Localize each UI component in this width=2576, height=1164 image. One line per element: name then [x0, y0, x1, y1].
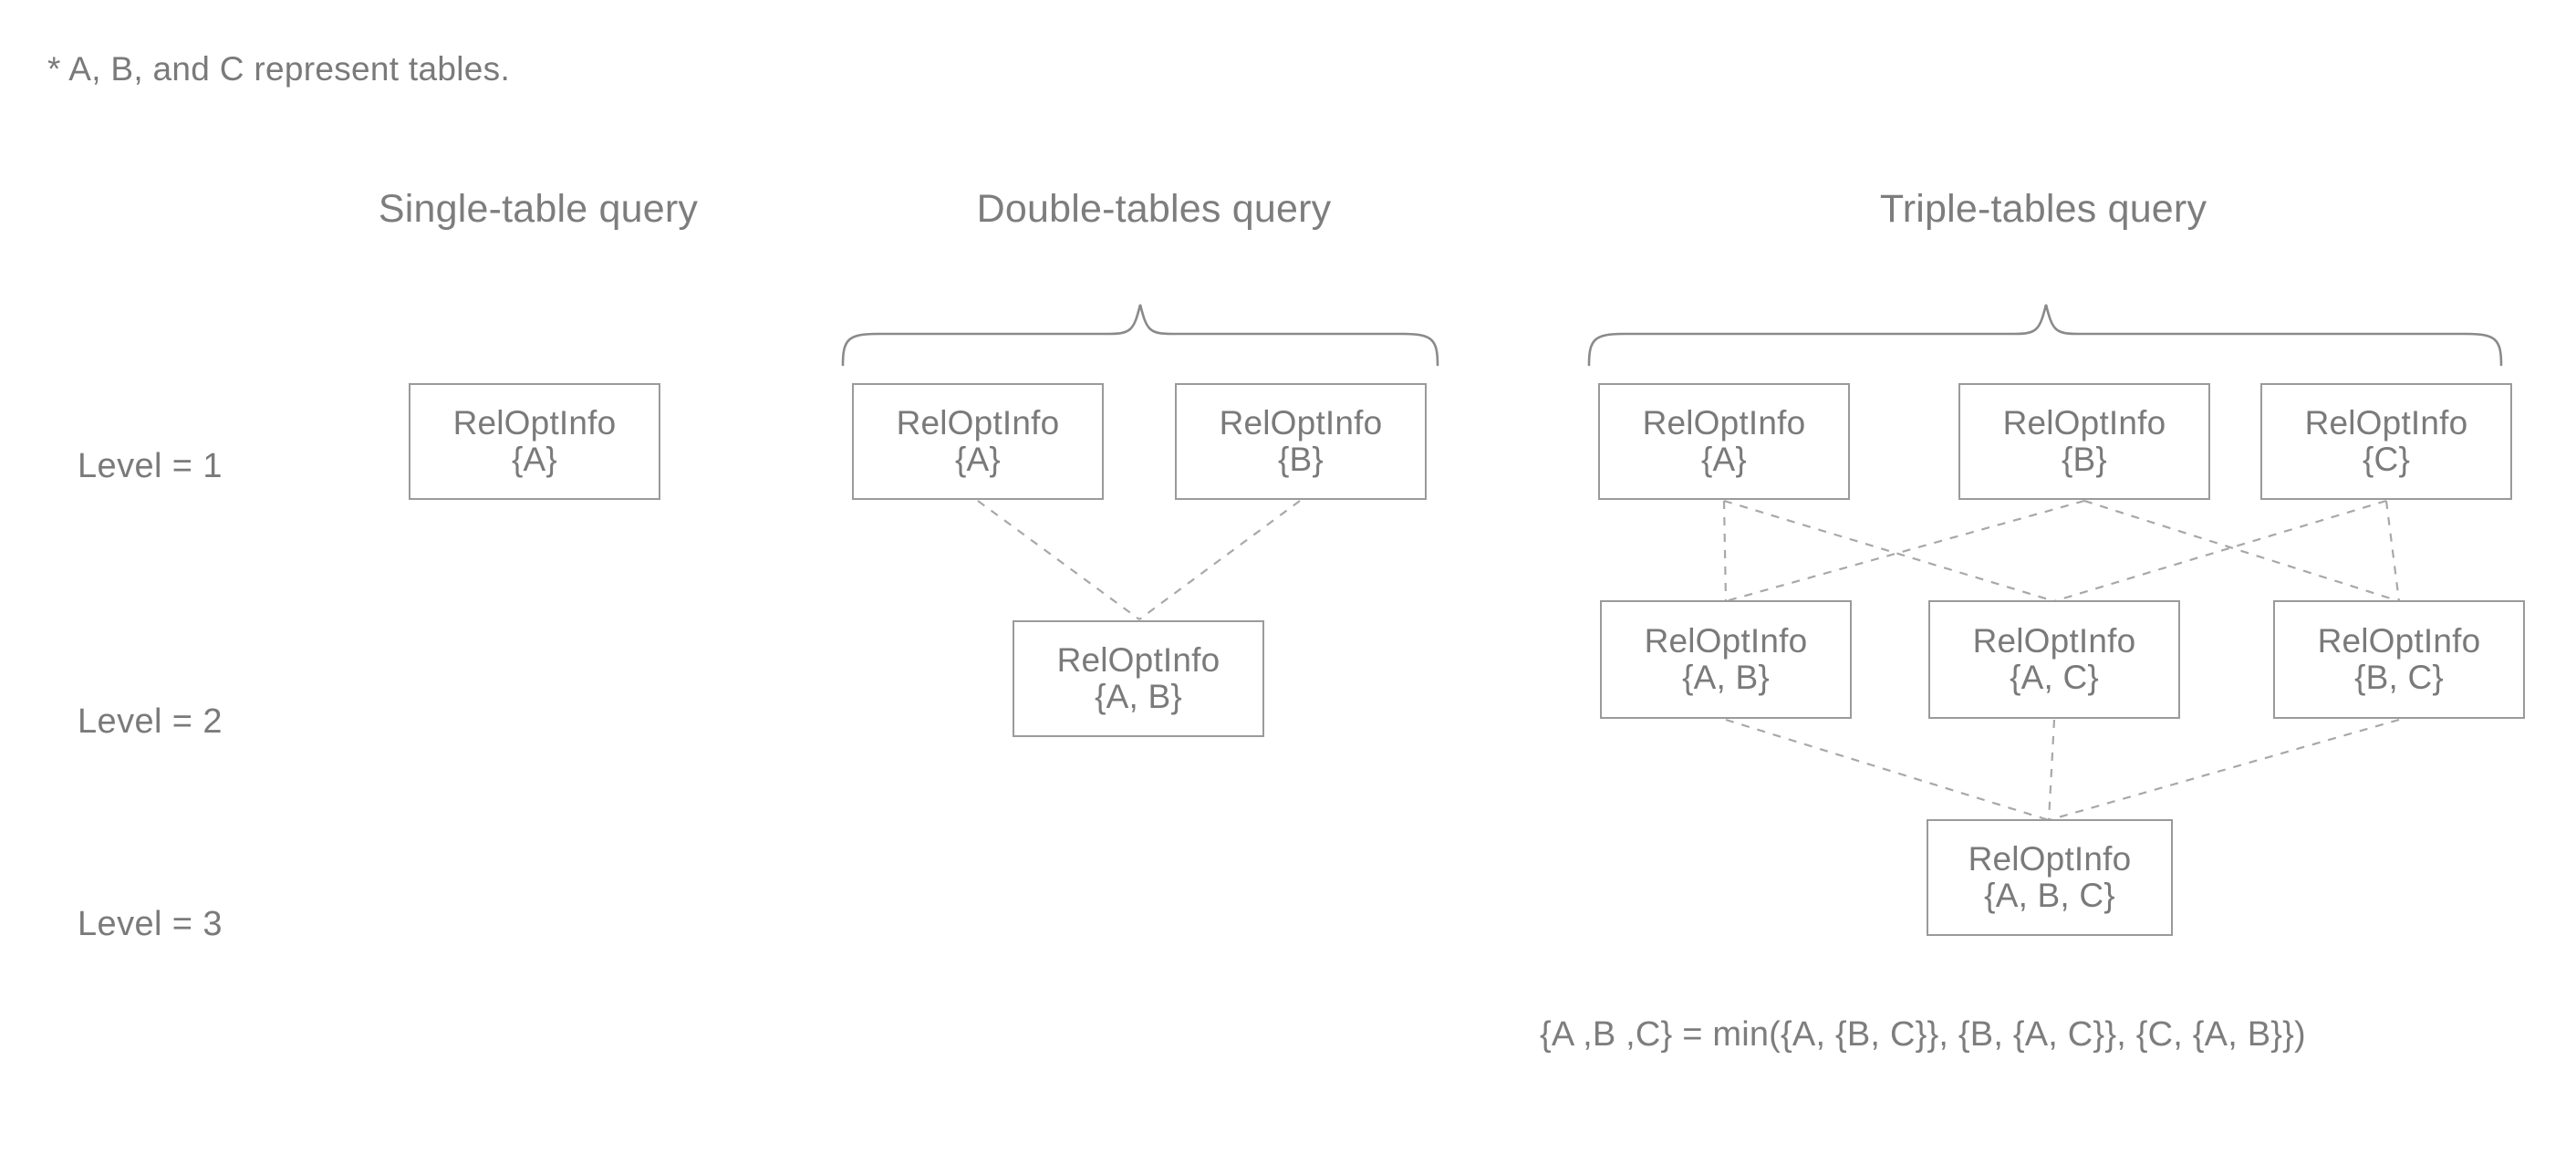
rel-node-name: RelOptInfo: [1056, 641, 1220, 680]
footnote-text: * A, B, and C represent tables.: [47, 50, 511, 88]
rel-node-name: RelOptInfo: [1219, 404, 1383, 442]
triple-tables-connectors-l1-l2: [1722, 499, 2401, 603]
column-title-double-tables-query: Double-tables query: [976, 187, 1332, 231]
connector-b-to-ab: [1138, 500, 1301, 620]
rel-node-name: RelOptInfo: [2304, 404, 2468, 442]
rel-node-set: {A}: [955, 441, 1001, 478]
rel-node-set: {A, C}: [2010, 659, 2099, 696]
connector-b-to-ab: [1725, 499, 2085, 603]
connector-a-to-ab: [977, 500, 1140, 620]
rel-node-name: RelOptInfo: [2002, 404, 2166, 442]
rel-node-name: RelOptInfo: [1968, 840, 2132, 878]
connector-bc-to-abc: [2048, 718, 2400, 822]
column-title-single-table-query: Single-table query: [378, 187, 699, 231]
rel-node-triple-l2-bc[interactable]: RelOptInfo {B, C}: [2273, 600, 2525, 719]
rel-node-triple-l1-a[interactable]: RelOptInfo {A}: [1598, 383, 1850, 500]
rel-node-triple-l2-ac[interactable]: RelOptInfo {A, C}: [1928, 600, 2180, 719]
double-tables-connectors: [977, 500, 1301, 620]
level-label-3: Level = 3: [78, 905, 223, 943]
rel-node-name: RelOptInfo: [2317, 622, 2481, 660]
rel-node-double-l2-ab[interactable]: RelOptInfo {A, B}: [1013, 620, 1264, 737]
rel-node-name: RelOptInfo: [1642, 404, 1806, 442]
connector-a-to-ac: [1723, 499, 2055, 603]
rel-node-triple-l2-ab[interactable]: RelOptInfo {A, B}: [1600, 600, 1852, 719]
rel-node-set: {B}: [2062, 441, 2107, 478]
rel-node-set: {C}: [2362, 441, 2411, 478]
rel-node-set: {B, C}: [2354, 659, 2444, 696]
rel-node-set: {A, B, C}: [1984, 877, 2115, 914]
connector-c-to-ac: [2053, 499, 2387, 603]
connector-ac-to-abc: [2047, 719, 2056, 821]
brace-double-tables: [841, 304, 1439, 367]
rel-node-triple-l1-b[interactable]: RelOptInfo {B}: [1958, 383, 2210, 500]
triple-tables-connectors-l2-l3: [1725, 718, 2400, 822]
level-label-2: Level = 2: [78, 702, 223, 741]
min-cost-formula: {A ,B ,C} = min({A, {B, C}}, {B, {A, C}}…: [1540, 1015, 2306, 1054]
rel-node-name: RelOptInfo: [1644, 622, 1808, 660]
rel-node-set: {A, B}: [1095, 678, 1182, 715]
level-label-1: Level = 1: [78, 447, 223, 485]
rel-node-name: RelOptInfo: [1972, 622, 2136, 660]
rel-node-triple-l1-c[interactable]: RelOptInfo {C}: [2260, 383, 2512, 500]
rel-node-triple-l3-abc[interactable]: RelOptInfo {A, B, C}: [1927, 819, 2173, 936]
rel-node-name: RelOptInfo: [896, 404, 1060, 442]
rel-node-set: {A, B}: [1682, 659, 1770, 696]
rel-node-double-l1-b[interactable]: RelOptInfo {B}: [1175, 383, 1427, 500]
connector-b-to-bc: [2083, 499, 2400, 603]
rel-node-double-l1-a[interactable]: RelOptInfo {A}: [852, 383, 1104, 500]
rel-node-set: {A}: [512, 441, 557, 478]
rel-node-single-l1-a[interactable]: RelOptInfo {A}: [409, 383, 660, 500]
connector-ab-to-abc: [1725, 718, 2050, 822]
connector-a-to-ab: [1722, 500, 1728, 602]
rel-node-set: {A}: [1701, 441, 1747, 478]
column-title-triple-tables-query: Triple-tables query: [1879, 187, 2207, 231]
brace-triple-tables: [1587, 304, 2503, 367]
rel-node-name: RelOptInfo: [452, 404, 617, 442]
rel-node-set: {B}: [1278, 441, 1324, 478]
connector-c-to-bc: [2384, 500, 2401, 602]
